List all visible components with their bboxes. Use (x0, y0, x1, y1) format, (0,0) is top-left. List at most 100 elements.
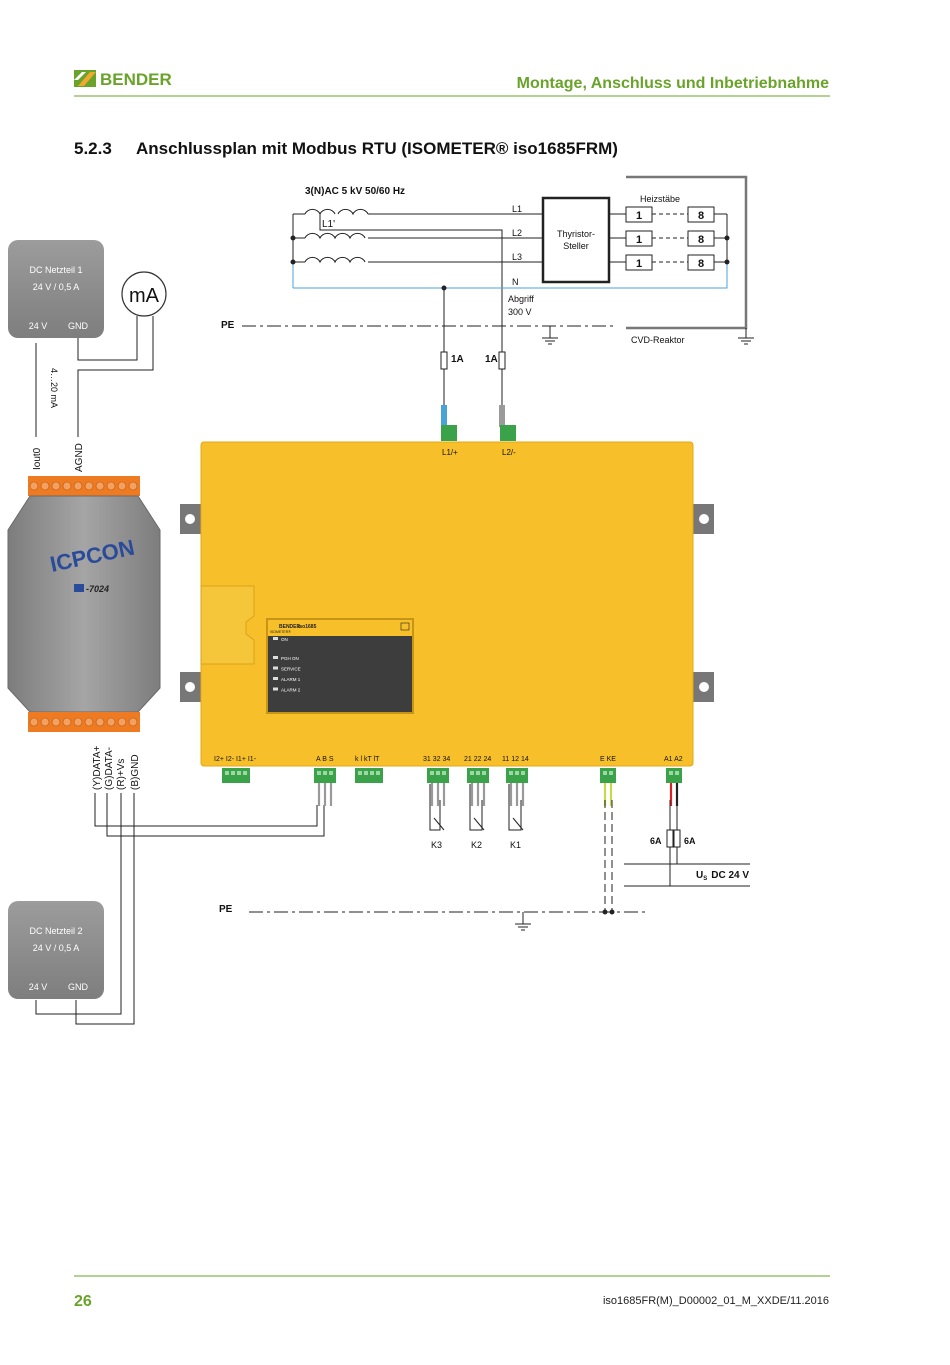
pe-label-bottom: PE (219, 904, 233, 915)
fuse-6a-left: 6A (650, 836, 662, 846)
fuse-l2 (498, 351, 506, 370)
iout0-label: Iout0 (32, 447, 43, 470)
led-label: PGH ON (281, 656, 299, 661)
thyristor-label-1: Thyristor- (557, 229, 595, 239)
terminal-screw (364, 771, 368, 775)
terminal-screw (73, 717, 83, 727)
terminal-screw (317, 771, 321, 775)
terminal-label-e: E KE (600, 756, 616, 763)
terminal-screw (40, 717, 50, 727)
tap-label-1: Abgriff (508, 294, 534, 304)
terminal-block (355, 768, 383, 783)
terminal-screw (603, 771, 607, 775)
footer: 26 iso1685FR(M)_D00002_01_M_XXDE/11.2016 (74, 1275, 830, 1310)
psu1-title: DC Netzteil 1 (29, 265, 82, 275)
terminal-l1-label: L1/+ (442, 448, 458, 457)
brand-name: BENDER (100, 70, 172, 89)
terminal-screw (515, 771, 519, 775)
fuse-6a-right: 6A (684, 836, 696, 846)
thyristor-label-2: Steller (563, 241, 589, 251)
heater-8-label: 8 (698, 258, 704, 270)
terminal-screw (117, 481, 127, 491)
led-indicator (273, 687, 278, 691)
device-brand: BENDER (279, 624, 301, 630)
chapter-title: Montage, Anschluss und Inbetriebnahme (517, 75, 829, 92)
bottom-terminal-blocks (222, 768, 682, 806)
display-header (268, 620, 412, 636)
terminal-block (506, 768, 528, 783)
terminal-label-current: I2+ I2- I1+ I1- (214, 756, 257, 763)
heater-1-label: 1 (636, 210, 642, 222)
device-sub: ISOMETER® (270, 630, 291, 634)
bus-label-vs: (R)+Vs (116, 759, 127, 790)
agnd-label: AGND (74, 443, 85, 472)
bottom-terminal-labels: I2+ I2- I1+ I1- A B S k l kT lT 31 32 34… (214, 756, 683, 763)
terminal-screw (117, 717, 127, 727)
pe-and-supply-wiring (249, 800, 750, 931)
section-number: 5.2.3 (74, 139, 112, 158)
phase-l3-label: L3 (512, 252, 522, 262)
icpcon-module: ICPCON -7024 (7, 476, 161, 732)
terminal-screw (609, 771, 613, 775)
wire-ferrule-blue (441, 405, 447, 427)
bus-label-gnd: (B)GND (130, 754, 141, 790)
top-terminals: L1/+ L2/- (441, 425, 516, 457)
heater-8-label: 8 (698, 210, 704, 222)
terminal-screw (95, 481, 105, 491)
phase-l1-label: L1 (512, 204, 522, 214)
heater-1-label: 1 (636, 258, 642, 270)
heater-1-label: 1 (636, 234, 642, 246)
bender-logo: BENDER (74, 70, 172, 89)
psu1-rating: 24 V / 0,5 A (33, 282, 80, 292)
phase-n-label: N (512, 277, 519, 287)
reactor-label: CVD-Reaktor (631, 335, 685, 345)
milliammeter: mA (121, 271, 167, 317)
terminal-screw (106, 481, 116, 491)
terminal-label-abs: A B S (316, 756, 334, 763)
terminal-screw (470, 771, 474, 775)
terminal-label-kl: k l kT lT (355, 756, 380, 763)
dc-power-supply-2: DC Netzteil 2 24 V / 0,5 A 24 V GND (8, 901, 104, 999)
psu2-pos: 24 V (29, 982, 48, 992)
terminal-label-k2: 21 22 24 (464, 756, 491, 763)
terminal-screw (51, 717, 61, 727)
terminal-screw (482, 771, 486, 775)
terminal-screw (62, 481, 72, 491)
ground-symbol-reactor (738, 328, 754, 345)
meter-wiring (35, 316, 154, 437)
bus-wiring (35, 793, 325, 1025)
fuse-l1 (440, 351, 448, 370)
psu1-pos: 24 V (29, 321, 48, 331)
mains-network: 3(N)AC 5 kV 50/60 Hz L1' L1 L2 L3 N Thyr… (221, 175, 754, 427)
terminal-screw (430, 771, 434, 775)
psu2-rating: 24 V / 0,5 A (33, 943, 80, 953)
terminal-block (314, 768, 336, 783)
terminal-screw (442, 771, 446, 775)
terminal-screw (73, 481, 83, 491)
terminal-block (427, 768, 449, 783)
terminal-screw (476, 771, 480, 775)
terminal-screw (323, 771, 327, 775)
terminal-screw (243, 771, 247, 775)
terminal-screw (509, 771, 513, 775)
heaters-label: Heizstäbe (640, 194, 680, 204)
phase-l2-label: L2 (512, 228, 522, 238)
terminal-screw (128, 717, 138, 727)
bus-labels: (Y)DATA+ (G)DATA- (R)+Vs (B)GND (92, 745, 141, 790)
meter-range-label: 4…20 mA (49, 368, 59, 408)
terminal-screw (231, 771, 235, 775)
terminal-screw (329, 771, 333, 775)
terminal-screw (29, 717, 39, 727)
terminal-screw (40, 481, 50, 491)
device-model: iso1685 (298, 624, 317, 630)
terminal-block (666, 768, 682, 783)
l1-prime-label: L1' (322, 219, 335, 230)
led-label: SERVICE (281, 667, 301, 672)
terminal-screw (237, 771, 241, 775)
section-title: Anschlussplan mit Modbus RTU (ISOMETER® … (136, 139, 618, 158)
terminal-label-k3: 31 32 34 (423, 756, 450, 763)
document-id: iso1685FR(M)_D00002_01_M_XXDE/11.2016 (603, 1295, 829, 1307)
led-indicator (273, 656, 278, 659)
fuse-l1-label: 1A (451, 354, 464, 365)
